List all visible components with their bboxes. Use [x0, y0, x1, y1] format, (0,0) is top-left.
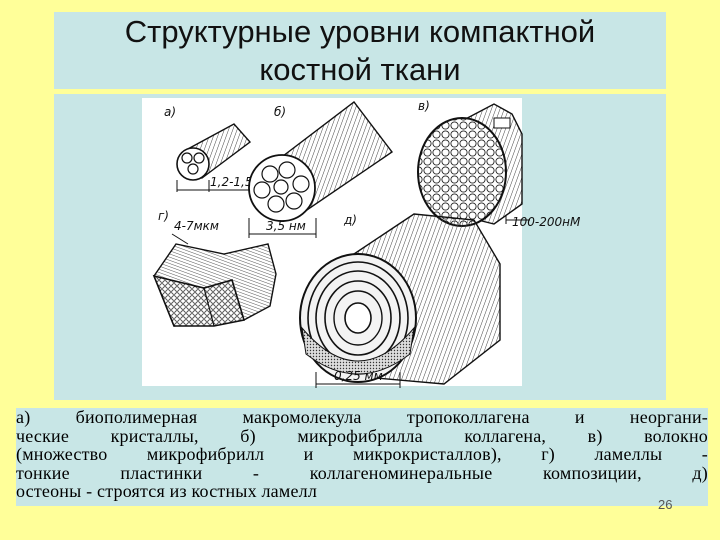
panel-g-lamella: 4-7мкм г) [152, 209, 277, 327]
dim-b-label: 3,5 нм [266, 219, 306, 233]
label-g: г) [158, 209, 169, 223]
bone-structure-diagram: 1,2-1,5 нм а) 3,5 нм б) 1 [142, 98, 581, 388]
title-line-1: Структурные уровни компактной [124, 13, 596, 49]
caption-line-1: а) биополимерная макромолекула тропоколл… [16, 407, 708, 427]
caption-line-4: тонкие пластинки - коллагеноминеральные … [16, 462, 708, 483]
label-b: б) [274, 105, 286, 119]
panel-b-microfibril: 3,5 нм б) [248, 101, 394, 238]
caption-line-2: ческие кристаллы, б) микрофибрилла колла… [16, 425, 708, 446]
figure-panel: 1,2-1,5 нм а) 3,5 нм б) 1 [54, 94, 666, 400]
caption-line-5: остеоны - строятся из костных ламелл [16, 481, 318, 502]
panel-v-fiber: 100-200нМ в) [417, 99, 581, 229]
figure-caption: а) биополимерная макромолекула тропоколл… [16, 408, 708, 506]
dim-v-label: 100-200нМ [512, 215, 581, 229]
label-d: д) [343, 213, 357, 227]
dim-g-label: 4-7мкм [174, 219, 219, 233]
page-number: 26 [658, 497, 673, 512]
label-a: а) [164, 105, 176, 119]
slide-title: Структурные уровни компактной костной тк… [54, 12, 666, 89]
panel-d-osteon: 0,25 мм д) [299, 213, 501, 388]
caption-line-3: (множество микрофибрилл и микрокристалло… [16, 444, 708, 465]
label-v: в) [418, 99, 430, 113]
dim-d-label: 0,25 мм [334, 369, 383, 383]
title-line-2: костной ткани [259, 51, 461, 87]
